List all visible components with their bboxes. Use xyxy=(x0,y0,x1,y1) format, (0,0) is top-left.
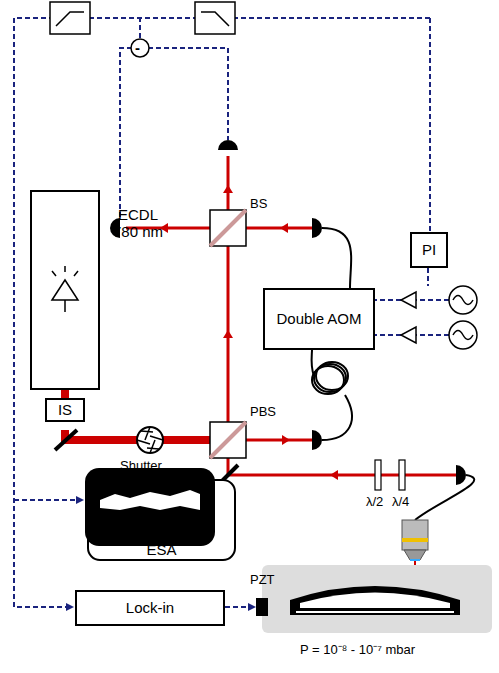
part-label: PZT xyxy=(250,572,275,587)
node-box: IS xyxy=(45,398,85,422)
node-box: ECDL 780 nm xyxy=(30,190,100,390)
node-text: ESA xyxy=(88,541,235,558)
part-label: BS xyxy=(250,196,267,211)
node-text: ECDL 780 nm xyxy=(108,206,168,241)
part-label: λ/4 xyxy=(392,494,409,509)
laser-beam xyxy=(65,390,66,398)
part-label: λ/2 xyxy=(366,494,383,509)
node-box: Lock-in xyxy=(75,590,225,626)
node-text: Double AOM xyxy=(276,310,361,327)
node-text: Lock-in xyxy=(126,599,174,616)
node-box: PI xyxy=(410,232,448,268)
node-text: IS xyxy=(58,401,72,418)
node-text: PI xyxy=(422,241,436,258)
part-label: Shutter xyxy=(120,458,162,473)
part-label: PBS xyxy=(250,404,276,419)
node-box: Double AOM xyxy=(263,288,375,350)
part-label: P = 10⁻⁸ - 10⁻⁷ mbar xyxy=(300,640,415,658)
part-label: - xyxy=(135,39,140,56)
node-box: ESA xyxy=(88,480,235,560)
